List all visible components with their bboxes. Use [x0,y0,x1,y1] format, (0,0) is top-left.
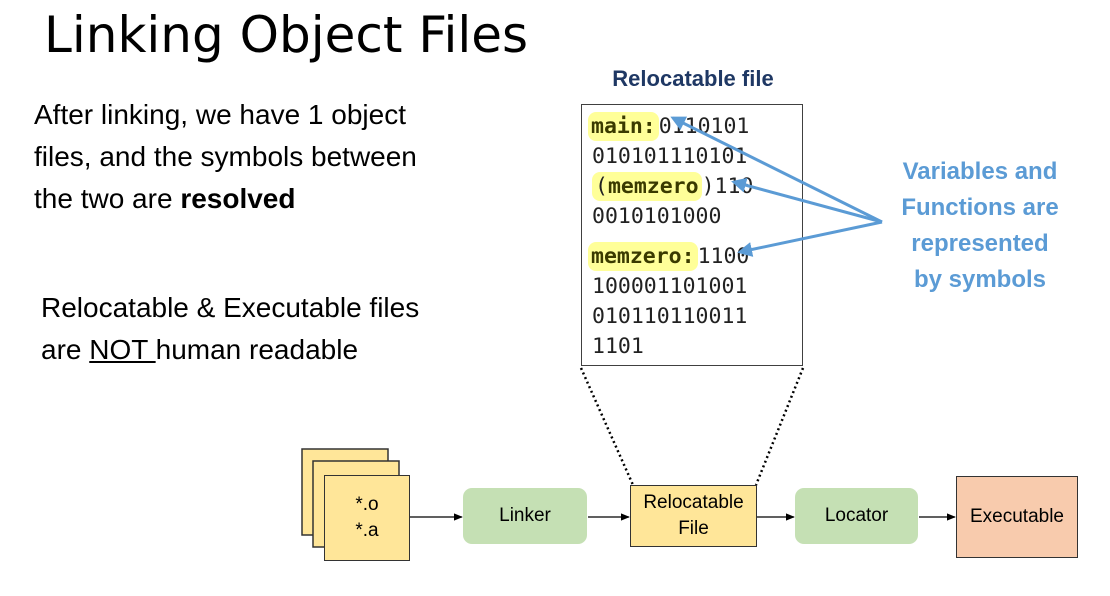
symbols-callout-line-3: represented [911,230,1049,257]
code-line-7: 010110110011 [592,304,748,329]
arrow-to-main-symbol [670,116,883,224]
readability-note-line-2: are NOT human readable [41,329,419,371]
linker-node: Linker [463,488,587,544]
linking-description-line-3: the two are resolved [34,178,417,220]
readability-note-line-1: Relocatable & Executable files [41,292,420,323]
relocatable-file-contents: main:0110101 010101110101 (memzero)110 0… [581,104,803,366]
code-line-6: 100001101001 [592,274,748,299]
input-file-o: *.o [355,494,379,515]
relocatable-file-heading: Relocatable file [612,66,774,91]
main-symbol: main: [588,112,659,141]
relocatable-file-node-line-1: Relocatable [643,492,744,513]
linking-description-line-3-text: the two are [34,183,181,214]
symbols-callout-line-4: by symbols [913,266,1047,293]
readability-note-line-2-post: human readable [155,334,359,365]
memzero-reference-symbol: (memzero [592,172,702,201]
memzero-definition-symbol: memzero: [588,242,698,271]
linking-description-line-2: files, and the symbols between [34,141,417,172]
input-files-node: *.o *.a [324,475,410,561]
locator-node: Locator [795,488,918,544]
zoom-line-left [579,367,635,486]
arrow-to-memzero-definition [737,220,883,257]
code-line-8: 1101 [592,334,644,359]
page-title: Linking Object Files [44,6,529,64]
executable-node: Executable [956,476,1078,558]
linking-description: After linking, we have 1 object files, a… [34,94,417,220]
readability-note-line-2-pre: are [41,334,90,365]
code-line-2: 010101110101 [592,144,748,169]
symbols-callout: Variables and Functions are represented … [880,154,1080,298]
relocatable-file-node-line-2: File [678,518,709,539]
readability-note: Relocatable & Executable files are NOT h… [41,287,419,371]
resolved-emphasis: resolved [180,183,296,214]
code-line-4: 0010101000 [592,204,722,229]
arrow-to-memzero-reference [731,177,883,224]
zoom-line-right [754,367,805,486]
symbols-callout-line-2: Functions are [901,194,1059,221]
symbols-callout-line-1: Variables and [902,158,1058,185]
linking-description-line-1: After linking, we have 1 object [34,99,406,130]
input-file-a: *.a [355,520,379,541]
not-emphasis: NOT [89,334,156,365]
relocatable-file-node: Relocatable File [630,485,757,547]
